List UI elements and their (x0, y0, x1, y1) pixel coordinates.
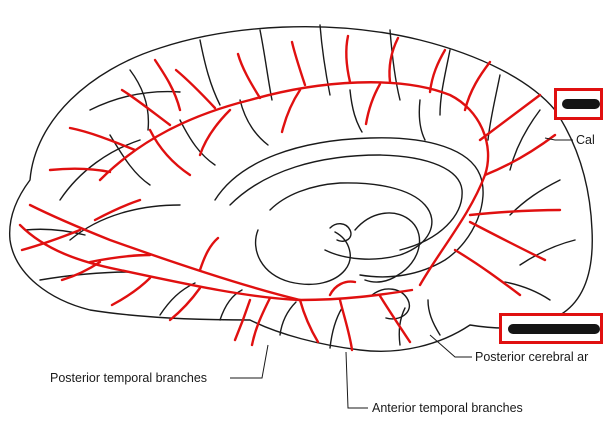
redaction-box-icon (562, 99, 600, 109)
artery-network (18, 34, 562, 352)
redaction-box-top (554, 88, 603, 120)
leader-lines (230, 137, 573, 409)
label-posterior-temporal-branches: Posterior temporal branches (50, 371, 208, 385)
label-calcarine-partial: Cal (576, 133, 595, 147)
redaction-box-bottom (499, 313, 603, 344)
redaction-box-icon (508, 324, 600, 334)
label-anterior-temporal-branches: Anterior temporal branches (372, 401, 523, 415)
label-posterior-cerebral-artery: Posterior cerebral ar (475, 350, 589, 364)
